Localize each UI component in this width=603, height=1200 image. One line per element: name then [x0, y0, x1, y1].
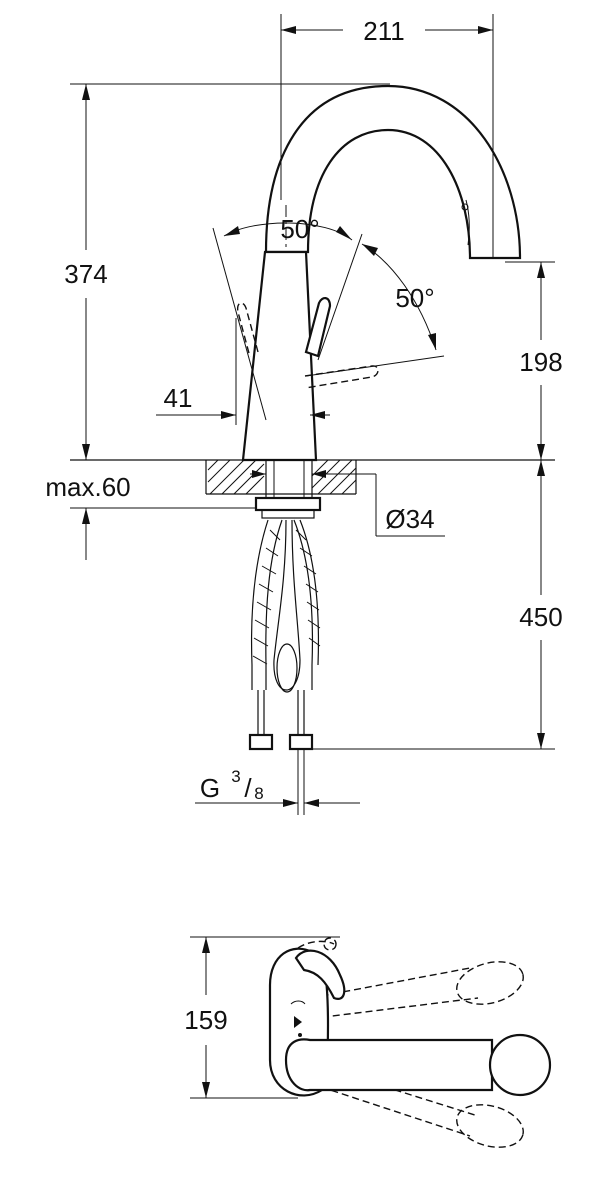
top-spout — [284, 1038, 494, 1092]
dimension-450: 450 — [304, 460, 563, 750]
lever — [304, 297, 332, 358]
dim-159-label: 159 — [184, 1005, 227, 1035]
thread-numerator-label: 3 — [231, 767, 240, 786]
hole-diameter-label: Ø34 — [385, 504, 434, 534]
dimension-hole-diameter: Ø34 — [312, 470, 445, 537]
dim-198-label: 198 — [519, 347, 562, 377]
faucet-side-view — [236, 84, 522, 462]
top-lever — [294, 949, 346, 1000]
lever-forward-ghost — [304, 365, 379, 389]
dim-374-label: 374 — [64, 259, 107, 289]
lever-left-ghost — [236, 302, 259, 358]
dimension-swivel-angle: 50° — [212, 214, 363, 421]
lever-angle-label: 50° — [395, 283, 434, 313]
dimension-thread: G 3 / 8 — [195, 767, 360, 807]
dimension-41: 41 — [156, 318, 330, 425]
dim-211-label: 211 — [363, 16, 404, 46]
dimension-159: 159 — [184, 936, 340, 1099]
dimension-lever-angle: 50° — [305, 243, 445, 377]
dimension-374: 374 — [64, 83, 390, 460]
hoses — [248, 519, 321, 815]
dimension-max60: max.60 — [45, 470, 266, 560]
thread-denominator-label: 8 — [254, 784, 263, 803]
swivel-angle-label: 50° — [280, 214, 319, 244]
spout — [264, 84, 522, 260]
dim-450-label: 450 — [519, 602, 562, 632]
dim-41-label: 41 — [164, 383, 193, 413]
thread-slash: / — [244, 773, 252, 803]
dimension-198: 198 — [505, 261, 563, 460]
max60-label: max.60 — [45, 472, 130, 502]
faucet-top-view — [268, 937, 552, 1148]
thread-prefix-label: G — [200, 773, 220, 803]
dimension-211: 211 — [280, 14, 494, 258]
faucet-body — [241, 250, 318, 462]
countertop-section — [70, 459, 555, 519]
